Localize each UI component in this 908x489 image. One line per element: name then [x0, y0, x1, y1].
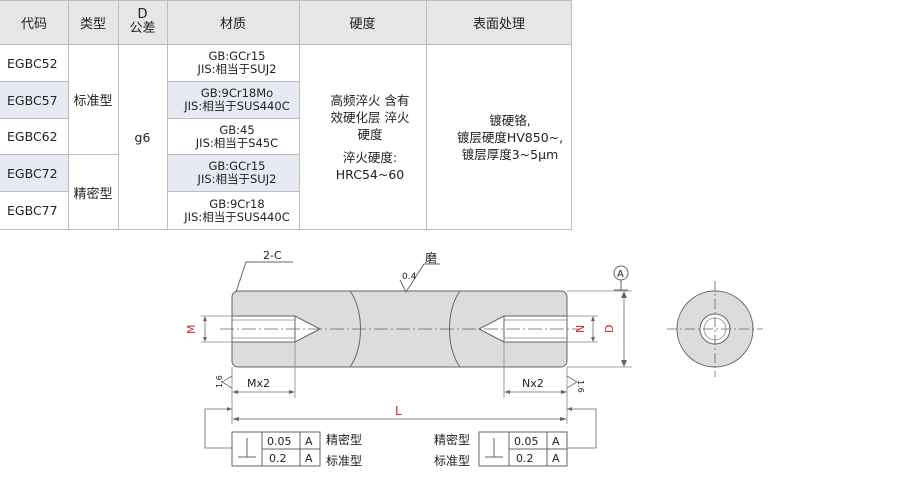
header-type: 类型	[68, 0, 118, 44]
label-standard: 标准型	[326, 454, 362, 468]
material-jis: JIS:相当于SUJ2	[197, 62, 277, 76]
tol-prec-right: 0.05	[514, 435, 539, 448]
tol-std-right: 0.2	[516, 452, 534, 465]
tol-datum: A	[305, 435, 313, 448]
material-gb: GB:9Cr18	[209, 196, 265, 211]
tol-std-left: 0.2	[269, 452, 287, 465]
surface-line: 镀硬铬,	[489, 112, 531, 128]
row-code: EGBC77	[7, 203, 58, 218]
header-surface: 表面处理	[426, 0, 572, 44]
row-code: EGBC52	[7, 55, 58, 71]
hardness-line: 硬度	[357, 126, 383, 142]
hardness-line: 效硬化层 淬火	[330, 109, 410, 125]
material-cell: GB:9Cr18Mo JIS:相当于SUS440C	[167, 82, 299, 118]
depth-left: Mx2	[247, 377, 270, 390]
material-jis: JIS:相当于SUS440C	[184, 99, 290, 113]
dim-L: L	[395, 404, 402, 418]
header-material: 材质	[167, 0, 299, 44]
row-code: EGBC72	[0, 155, 68, 191]
material-gb: GB:GCr15	[208, 159, 266, 173]
depth-right: Nx2	[522, 377, 544, 390]
label-precision: 精密型	[326, 432, 362, 447]
dim-D: D	[603, 325, 616, 333]
hardness-cell: 高频淬火 含有 效硬化层 淬火 硬度 淬火硬度: HRC54~60	[299, 45, 426, 229]
surface-cell: 镀硬铬, 镀层硬度HV850~, 镀层厚度3~5μm	[426, 45, 572, 229]
grind-label: 磨	[425, 251, 437, 265]
hardness-line: HRC54~60	[335, 166, 405, 182]
tol-datum: A	[305, 452, 313, 465]
type-standard: 标准型	[73, 94, 113, 109]
header-d: D	[137, 7, 148, 22]
material-cell: GB:9Cr18 JIS:相当于SUS440C	[167, 192, 299, 229]
material-cell: GB:GCr15 JIS:相当于SUJ2	[167, 155, 299, 191]
row-code: EGBC62	[7, 129, 58, 144]
surface-line: 镀层硬度HV850~,	[456, 129, 564, 145]
tol-prec-left: 0.05	[267, 435, 292, 448]
tolerance-g6: g6	[134, 129, 151, 145]
surface-line: 镀层厚度3~5μm	[461, 146, 559, 162]
hardness-line: 高频淬火 含有	[330, 92, 410, 108]
material-gb: GB:GCr15	[208, 49, 266, 63]
material-jis: JIS:相当于SUS440C	[184, 209, 290, 224]
label-standard: 标准型	[434, 454, 470, 468]
header-d-tolerance: D 公差	[118, 0, 167, 44]
material-gb: GB:45	[219, 122, 255, 137]
spec-table: 代码 类型 D 公差 材质 硬度 表面处理 EGBC52 EGBC57 EGBC…	[0, 0, 572, 230]
material-jis: JIS:相当于SUJ2	[197, 172, 277, 186]
header-hardness: 硬度	[299, 0, 426, 44]
material-gb: GB:9Cr18Mo	[200, 86, 274, 100]
type-precision: 精密型	[73, 186, 113, 202]
row-code: EGBC57	[0, 82, 68, 118]
hardness-line: 淬火硬度:	[342, 149, 398, 165]
material-cell: GB:45 JIS:相当于S45C	[167, 119, 299, 154]
dim-M: M	[185, 325, 198, 335]
header-code: 代码	[0, 0, 68, 44]
header-tolerance: 公差	[129, 21, 156, 36]
label-precision: 精密型	[434, 432, 470, 447]
tol-datum: A	[552, 452, 560, 465]
material-jis: JIS:相当于S45C	[195, 135, 279, 150]
rough-left: 1.6	[215, 375, 224, 388]
dim-N: N	[574, 325, 587, 333]
tol-datum: A	[552, 435, 560, 448]
material-cell: GB:GCr15 JIS:相当于SUJ2	[167, 45, 299, 81]
chamfer-label: 2-C	[263, 249, 282, 262]
rough-right: 1.6	[576, 380, 585, 393]
datum-label: A	[617, 269, 624, 280]
grind-roughness: 0.4	[402, 272, 417, 282]
